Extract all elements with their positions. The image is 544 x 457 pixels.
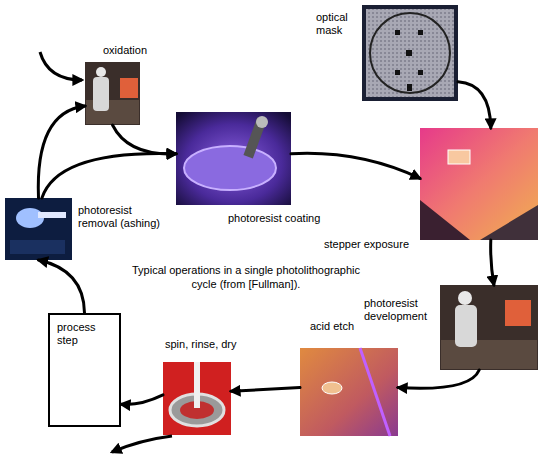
step-label: optical mask — [316, 11, 360, 37]
flow-arrow — [291, 153, 420, 178]
outgoing-arrow — [112, 436, 172, 452]
etch-photo — [300, 348, 398, 436]
stepper-photo — [420, 128, 538, 240]
step-label: stepper exposure — [324, 238, 409, 251]
flow-arrow — [121, 395, 163, 405]
removal-photo — [5, 198, 72, 260]
photo-step: stepper exposure — [420, 128, 538, 240]
flow-arrow — [38, 106, 85, 198]
step-label: photoresist coating — [228, 212, 320, 225]
flow-arrow — [398, 370, 479, 388]
flow-arrow — [113, 125, 177, 154]
figure-caption: Typical operations in a single photolith… — [126, 263, 366, 291]
photo-step: photoresist removal (ashing) — [5, 198, 72, 260]
box-text: process step — [50, 315, 104, 353]
flow-arrow — [458, 82, 491, 128]
process-box: process step — [48, 313, 121, 427]
photo-step: acid etch — [300, 348, 398, 436]
step-label: photoresist development — [364, 297, 438, 323]
development-photo — [440, 285, 538, 370]
flow-arrow — [42, 154, 176, 198]
coating-photo — [176, 112, 291, 205]
flow-arrow — [231, 388, 300, 392]
oxidation-photo — [85, 62, 140, 125]
step-label: oxidation — [103, 44, 147, 57]
photo-step: spin, rinse, dry — [163, 362, 231, 435]
step-label: acid etch — [310, 320, 354, 333]
photo-step: optical mask — [362, 5, 458, 101]
step-label: spin, rinse, dry — [165, 338, 237, 351]
spin-photo — [163, 362, 231, 435]
flow-arrow — [39, 260, 85, 313]
step-label: photoresist removal (ashing) — [78, 204, 162, 230]
photo-step: oxidation — [85, 62, 140, 125]
photo-step: photoresist coating — [176, 112, 291, 205]
photo-step: photoresist development — [440, 285, 538, 370]
incoming-arrow — [40, 52, 82, 80]
flow-arrow — [491, 240, 494, 285]
mask-photo — [362, 5, 458, 101]
